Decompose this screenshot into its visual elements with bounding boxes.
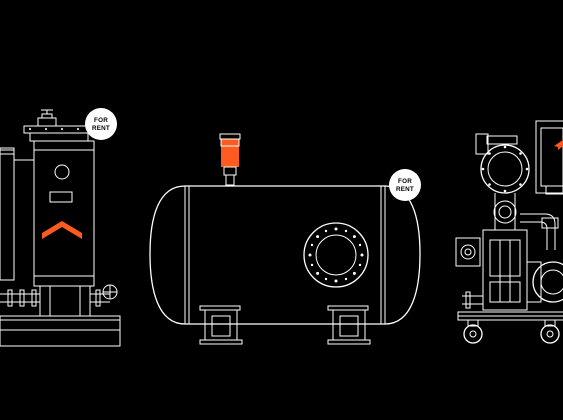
- badge-left-line1: FOR: [94, 117, 108, 124]
- for-rent-badge-left: FOR RENT: [85, 108, 117, 140]
- badge-center-line1: FOR: [398, 178, 412, 185]
- pump-skid-right: [455, 120, 563, 344]
- sight-glass-orange: [221, 139, 239, 167]
- chevron-up-icon-right: [554, 140, 563, 150]
- badge-left-line2: RENT: [92, 125, 110, 132]
- horizontal-tank: [149, 133, 421, 345]
- badge-center-line2: RENT: [396, 186, 414, 193]
- for-rent-badge-center: FOR RENT: [389, 169, 421, 201]
- chevron-up-icon: [42, 221, 82, 239]
